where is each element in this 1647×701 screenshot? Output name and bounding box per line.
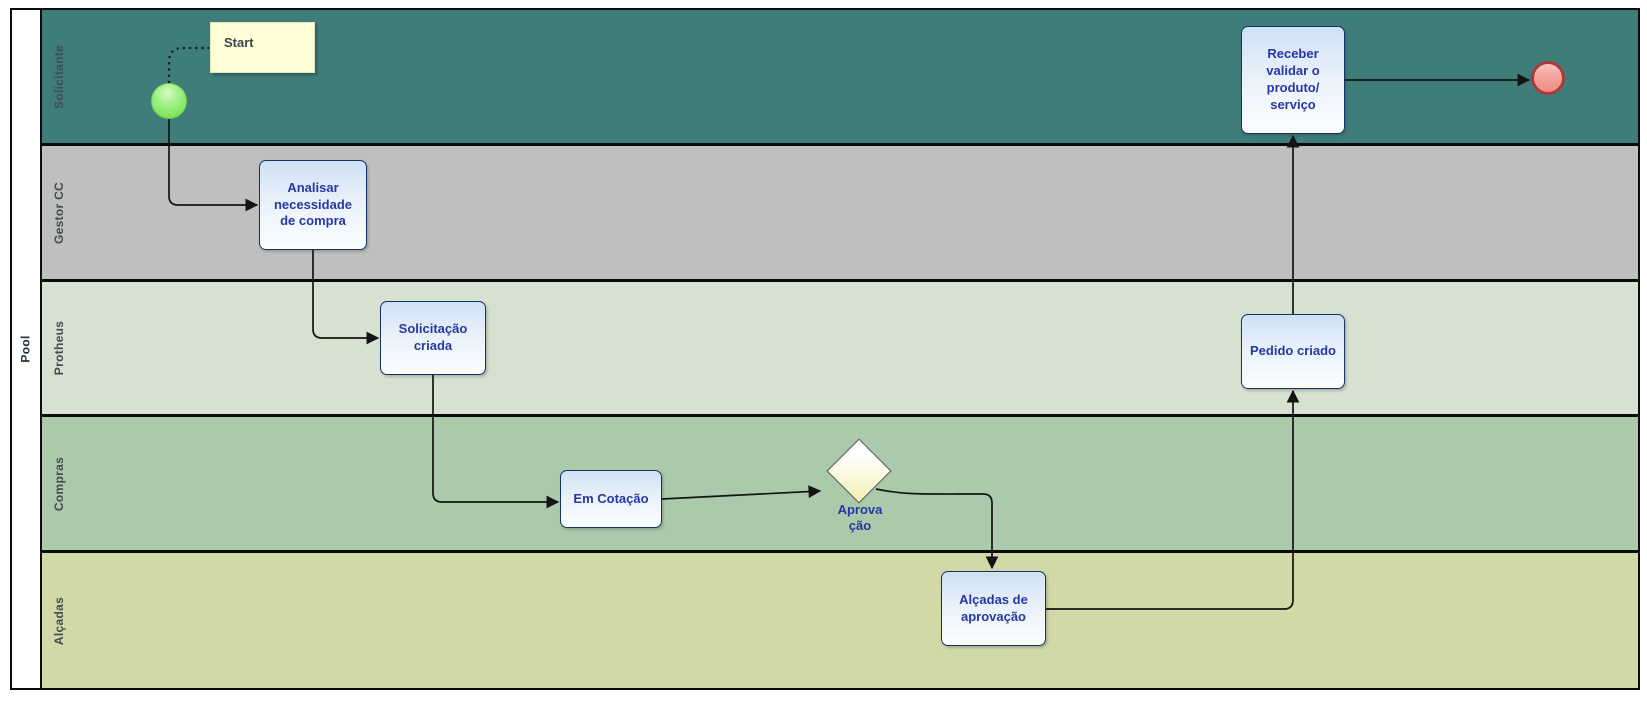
flow-solicitacao-to-emcotacao[interactable] bbox=[432, 375, 560, 509]
pool-label-column: Pool bbox=[12, 10, 42, 688]
flow-aprovacao-to-alcadas[interactable] bbox=[875, 488, 999, 570]
task-alcadas-aprovacao[interactable]: Alçadas de aprovação bbox=[941, 571, 1046, 646]
task-label: Pedido criado bbox=[1250, 343, 1336, 359]
lane-protheus[interactable]: Protheus bbox=[42, 282, 1638, 417]
flow-emcotacao-to-aprovacao[interactable] bbox=[661, 485, 822, 500]
start-event-circle[interactable] bbox=[151, 83, 187, 119]
gateway-aprovacao-label: Aprova ção bbox=[837, 502, 883, 534]
end-event-circle[interactable] bbox=[1531, 61, 1565, 95]
task-label: Em Cotação bbox=[573, 490, 649, 506]
flow-analisar-to-solicitacao[interactable] bbox=[312, 250, 380, 345]
start-annotation-note[interactable]: Start bbox=[210, 22, 315, 73]
start-annotation-text: Start bbox=[224, 35, 254, 50]
task-pedido-criado[interactable]: Pedido criado bbox=[1241, 314, 1345, 389]
task-label: Solicitação criada bbox=[398, 321, 468, 353]
task-label: Receber validar o produto/ serviço bbox=[1266, 46, 1320, 112]
task-label: Alçadas de aprovação bbox=[959, 591, 1028, 624]
flow-alcadas-to-pedido[interactable] bbox=[1046, 389, 1300, 610]
task-receber-validar[interactable]: Receber validar o produto/ serviço bbox=[1241, 26, 1345, 134]
task-label: Analisar necessidade de compra bbox=[273, 179, 353, 229]
task-em-cotacao[interactable]: Em Cotação bbox=[560, 470, 662, 528]
task-solicitacao-criada[interactable]: Solicitação criada bbox=[380, 301, 486, 375]
association-start-note[interactable] bbox=[167, 46, 209, 83]
flow-start-to-analisar[interactable] bbox=[168, 119, 259, 212]
lane-alcadas[interactable]: Alçadas bbox=[42, 553, 1638, 688]
task-analisar-necessidade[interactable]: Analisar necessidade de compra bbox=[259, 160, 367, 250]
